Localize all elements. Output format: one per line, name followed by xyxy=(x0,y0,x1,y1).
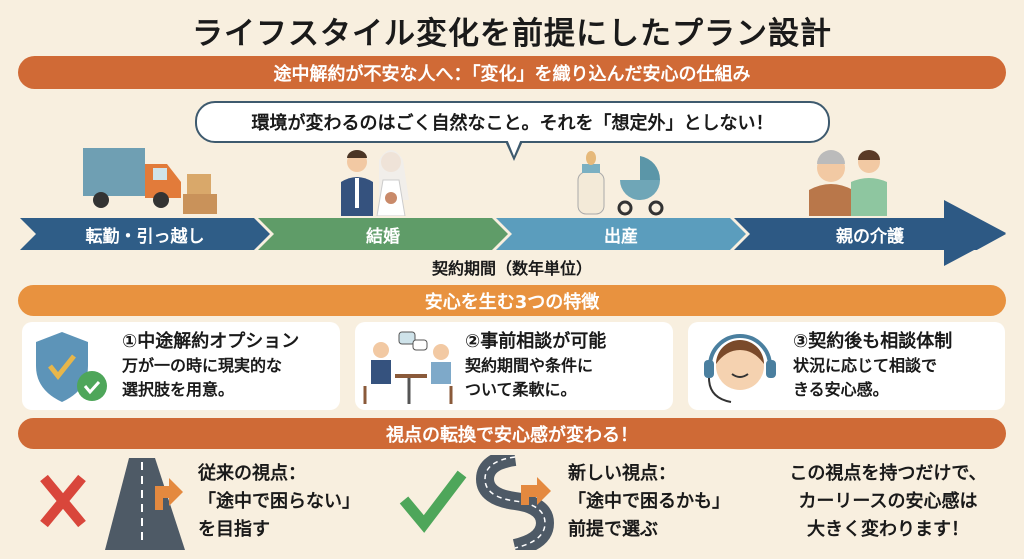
moving-truck-icon xyxy=(83,148,217,214)
cross-mark-icon xyxy=(40,474,86,528)
speech-bubble: 環境が変わるのはごく自然なこと。それを「想定外」としない！ xyxy=(195,101,830,143)
wedding-couple-icon xyxy=(341,150,409,216)
feature-card: ②事前相談が可能契約期間や条件について柔軟に。 xyxy=(355,322,673,410)
timeline-stage-marriage: 結婚 xyxy=(258,218,508,250)
contract-period-label: 契約期間（数年単位） xyxy=(431,259,592,278)
winding-road-icon xyxy=(475,455,555,550)
subtitle-banner: 途中解約が不安な人へ：「変化」を織り込んだ安心の仕組み xyxy=(18,56,1006,89)
timeline-stage-relocation: 転勤・引っ越し xyxy=(20,218,270,250)
support-headset-icon xyxy=(704,334,776,403)
page-title: ライフスタイル変化を前提にしたプラン設計 xyxy=(192,16,832,52)
straight-road-icon xyxy=(105,458,185,550)
check-mark-icon xyxy=(399,470,467,533)
baby-bottle-stroller-icon xyxy=(577,151,664,216)
perspective-banner: 視点の転換で安心感が変わる！ xyxy=(18,418,1006,449)
shield-check-icon xyxy=(36,332,107,402)
timeline-stage-childbirth: 出産 xyxy=(496,218,746,250)
feature-card: ①中途解約オプション万が一の時に現実的な選択肢を用意。 xyxy=(22,322,340,410)
timeline-arrowhead xyxy=(944,200,1006,266)
caregiver-elderly-icon xyxy=(809,150,887,216)
features-banner: 安心を生む3つの特徴 xyxy=(18,285,1006,316)
old-perspective-text: 従来の視点：「途中で困らない」を目指す xyxy=(198,463,360,540)
conclusion-text: この視点を持つだけで、カーリースの安心感は大きく変わります！ xyxy=(789,463,987,540)
feature-card: ③契約後も相談体制状況に応じて相談できる安心感。 xyxy=(688,322,1005,410)
new-perspective-text: 新しい視点：「途中で困るかも」前提で選ぶ xyxy=(568,463,730,540)
consultation-icon xyxy=(363,331,453,404)
